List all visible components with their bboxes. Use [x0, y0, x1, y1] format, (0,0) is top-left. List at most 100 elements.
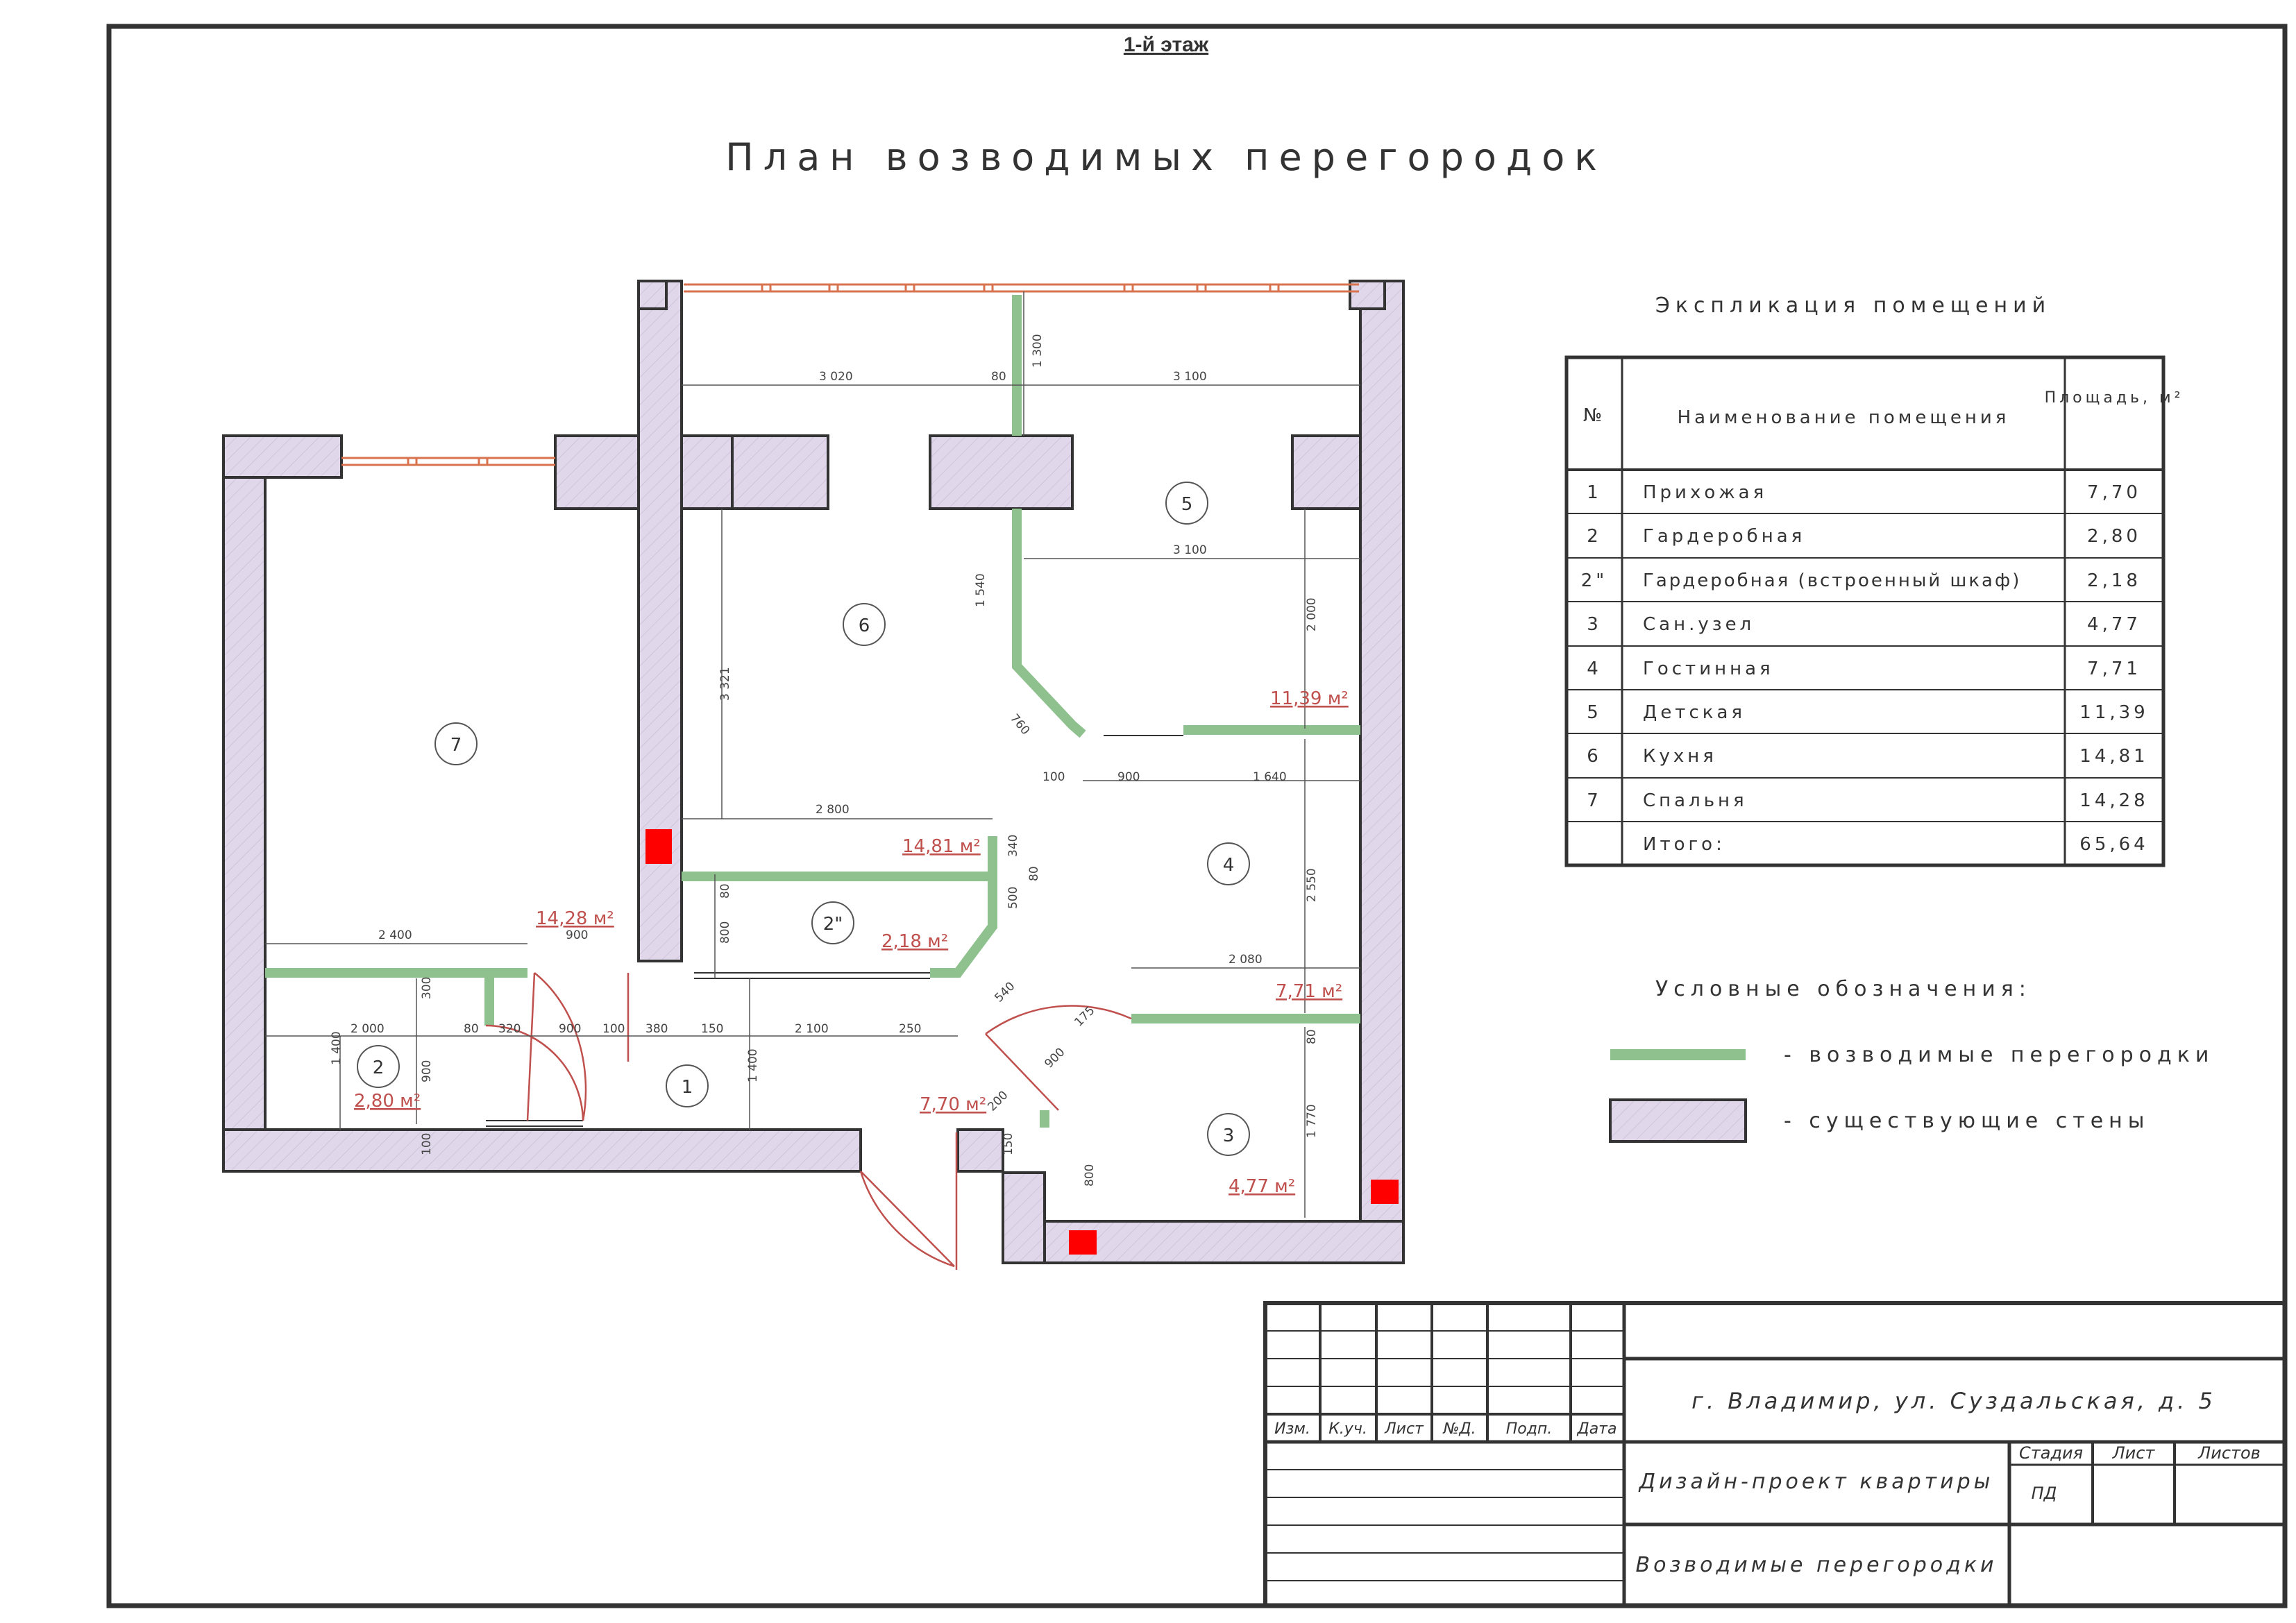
svg-text:80: 80: [1027, 866, 1041, 881]
svg-text:3 321: 3 321: [718, 667, 732, 701]
svg-text:3 100: 3 100: [1173, 370, 1207, 384]
svg-text:1 640: 1 640: [1253, 770, 1287, 784]
svg-text:100: 100: [1043, 770, 1065, 784]
svg-text:760: 760: [1007, 711, 1032, 738]
svg-text:3 100: 3 100: [1173, 543, 1207, 557]
room-marker: 6: [843, 603, 886, 646]
table-row: 2"Гардеробная (встроенный шкаф)2,18: [1581, 570, 2138, 591]
svg-text:320: 320: [498, 1022, 521, 1036]
table-header: Площадь, м²: [2045, 389, 2184, 407]
new-partitions: [265, 295, 1360, 1128]
svg-text:100: 100: [602, 1022, 625, 1036]
legend-label: - существующие стены: [1784, 1109, 2150, 1133]
svg-text:5: 5: [1181, 494, 1193, 515]
floor-plan: 1 2 2" 3 4 5 6 7 7,70 м² 2,80 м² 2,18 м²…: [222, 280, 1405, 1270]
svg-text:900: 900: [566, 928, 588, 942]
svg-text:1 400: 1 400: [746, 1048, 760, 1082]
svg-text:65,64: 65,64: [2079, 834, 2148, 855]
room-marker: 5: [1165, 482, 1208, 525]
svg-text:1 770: 1 770: [1305, 1104, 1319, 1138]
windows: [341, 283, 1359, 466]
tb-header: Подп.: [1506, 1420, 1553, 1438]
sheet-frame: [106, 24, 2288, 1608]
svg-text:800: 800: [718, 921, 732, 944]
room-marker: 1: [666, 1064, 709, 1107]
svg-text:3: 3: [1587, 614, 1602, 635]
dimension-values: 3 020 80 3 100 1 300 3 100 1 540 2 000 3…: [330, 334, 1319, 1187]
svg-text:2": 2": [823, 914, 843, 935]
svg-text:Итого:: Итого:: [1643, 834, 1725, 855]
legend-swatch-wall: [1609, 1098, 1747, 1143]
svg-text:2 100: 2 100: [795, 1022, 829, 1036]
svg-text:Гардеробная: Гардеробная: [1643, 526, 1805, 547]
svg-text:6: 6: [859, 615, 870, 636]
svg-text:Детская: Детская: [1643, 702, 1746, 723]
area-label: 11,39 м²: [1270, 688, 1349, 709]
svg-text:11,39: 11,39: [2079, 702, 2148, 723]
svg-text:80: 80: [464, 1022, 479, 1036]
svg-text:4: 4: [1223, 855, 1235, 876]
svg-text:500: 500: [1006, 887, 1020, 909]
room-marker: 3: [1207, 1113, 1250, 1156]
explication: Экспликация помещений № Наименование пом…: [1564, 294, 2184, 867]
table-row: 5 Детская 11,39: [1587, 702, 2148, 723]
existing-walls: [222, 280, 1405, 1264]
svg-text:900: 900: [1042, 1045, 1067, 1071]
tb-header: К.уч.: [1328, 1420, 1367, 1438]
svg-text:1 300: 1 300: [1031, 334, 1045, 368]
tb-header: Дата: [1577, 1420, 1617, 1438]
area-label: 7,71 м²: [1276, 981, 1342, 1002]
svg-text:2 800: 2 800: [816, 803, 850, 817]
svg-text:7,71: 7,71: [2087, 658, 2141, 679]
svg-text:150: 150: [701, 1022, 723, 1036]
tb-drawing: Возводимые перегородки: [1636, 1553, 1998, 1577]
tb-header: Изм.: [1274, 1420, 1310, 1438]
table-header: №: [1583, 405, 1605, 426]
svg-text:2 400: 2 400: [378, 928, 412, 942]
svg-text:150: 150: [1002, 1133, 1015, 1155]
area-label: 4,77 м²: [1229, 1176, 1295, 1197]
room-marker: 7: [434, 722, 478, 765]
svg-text:2,80: 2,80: [2087, 526, 2141, 547]
svg-text:Гостинная: Гостинная: [1643, 658, 1774, 679]
sheet-title: План возводимых перегородок: [725, 135, 1607, 179]
svg-text:3 020: 3 020: [819, 370, 853, 384]
area-label: 2,18 м²: [881, 931, 948, 952]
svg-text:2 550: 2 550: [1305, 868, 1319, 902]
svg-text:14,81: 14,81: [2079, 746, 2148, 767]
svg-text:2 000: 2 000: [1305, 597, 1319, 631]
svg-text:Кухня: Кухня: [1643, 746, 1717, 767]
svg-text:900: 900: [1117, 770, 1140, 784]
room-marker: 4: [1207, 842, 1250, 885]
tb-stage-value: ПД: [2032, 1484, 2057, 1503]
svg-text:Прихожая: Прихожая: [1643, 482, 1767, 503]
room-marker: 2": [811, 901, 854, 944]
svg-text:Сан.узел: Сан.узел: [1643, 614, 1755, 635]
svg-text:3: 3: [1223, 1125, 1235, 1146]
title-block: Изм. К.уч. Лист №Д. Подп. Дата г. Владим…: [1263, 1301, 2287, 1608]
svg-text:2: 2: [373, 1057, 385, 1078]
svg-text:Гардеробная (встроенный шкаф): Гардеробная (встроенный шкаф): [1643, 570, 2021, 591]
svg-text:100: 100: [420, 1133, 434, 1155]
tb-header: №Д.: [1442, 1420, 1476, 1438]
svg-text:80: 80: [991, 370, 1006, 384]
area-label: 2,80 м²: [354, 1091, 421, 1112]
svg-text:7: 7: [450, 735, 462, 756]
legend-label: - возводимые перегородки: [1784, 1043, 2214, 1067]
svg-text:80: 80: [1305, 1029, 1319, 1044]
tb-sheets-label: Листов: [2197, 1443, 2261, 1463]
svg-text:300: 300: [420, 977, 434, 999]
svg-text:1 540: 1 540: [974, 573, 988, 607]
table-header: Наименование помещения: [1678, 407, 2010, 428]
room-areas: 7,70 м² 2,80 м² 2,18 м² 4,77 м² 7,71 м² …: [354, 688, 1349, 1197]
svg-text:5: 5: [1587, 702, 1602, 723]
room-marker: 2: [357, 1045, 400, 1088]
svg-text:800: 800: [1083, 1164, 1097, 1187]
floor-label: 1-й этаж: [1124, 33, 1209, 56]
tb-address: г. Владимир, ул. Суздальская, д. 5: [1691, 1388, 2216, 1414]
